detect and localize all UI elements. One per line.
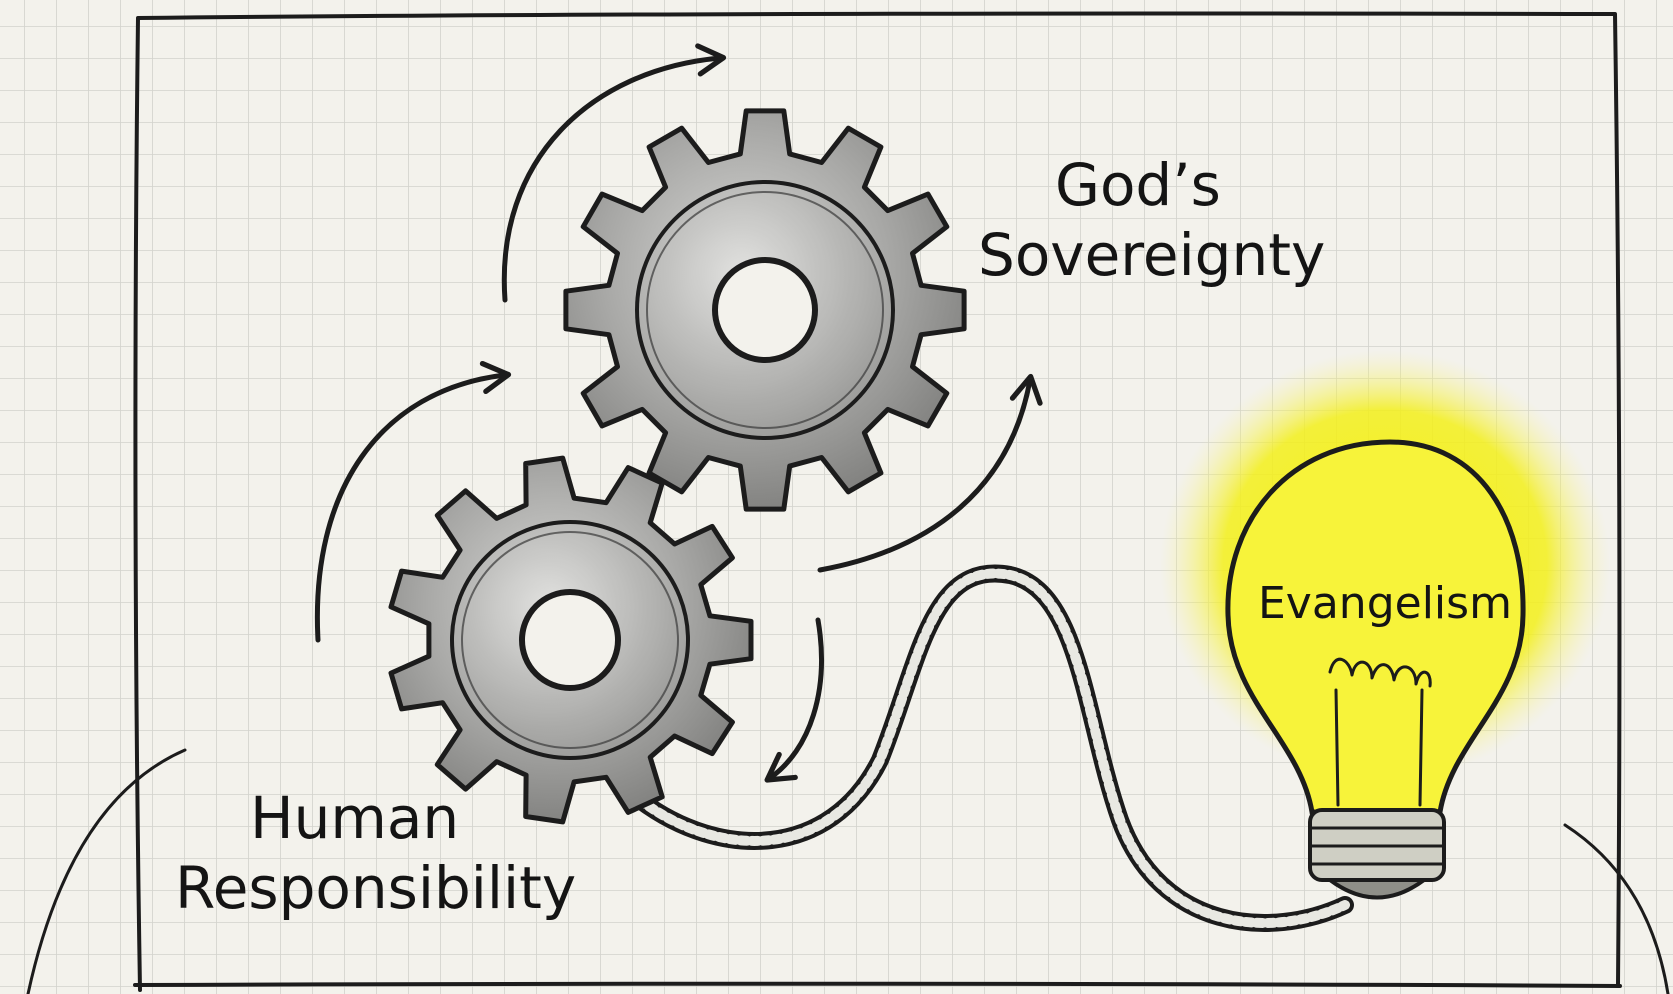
label-gods-sovereignty-1: God’s	[1055, 151, 1221, 219]
label-human-responsibility-2: Responsibility	[175, 854, 576, 922]
bulb-base-threads	[1310, 826, 1444, 866]
curved-arrow-icon	[314, 360, 512, 643]
lightbulb-icon	[1225, 439, 1526, 900]
label-evangelism: Evangelism	[1258, 578, 1512, 629]
curved-arrow-icon	[501, 43, 727, 303]
corner-curve-right	[1563, 823, 1670, 994]
curved-arrow-icon	[764, 617, 824, 783]
corner-curve-left	[26, 748, 187, 994]
bulb-cord-inner	[635, 568, 1350, 928]
sketch-frame	[133, 11, 1622, 992]
bulb-tip	[1323, 878, 1431, 900]
label-human-responsibility-1: Human	[250, 784, 459, 852]
bulb-glass	[1225, 439, 1526, 815]
bulb-filament	[1328, 657, 1432, 807]
curved-arrow-icon	[817, 373, 1043, 573]
label-gods-sovereignty-2: Sovereignty	[978, 221, 1325, 289]
gear-icon	[563, 108, 967, 512]
gear-icon	[388, 455, 754, 825]
